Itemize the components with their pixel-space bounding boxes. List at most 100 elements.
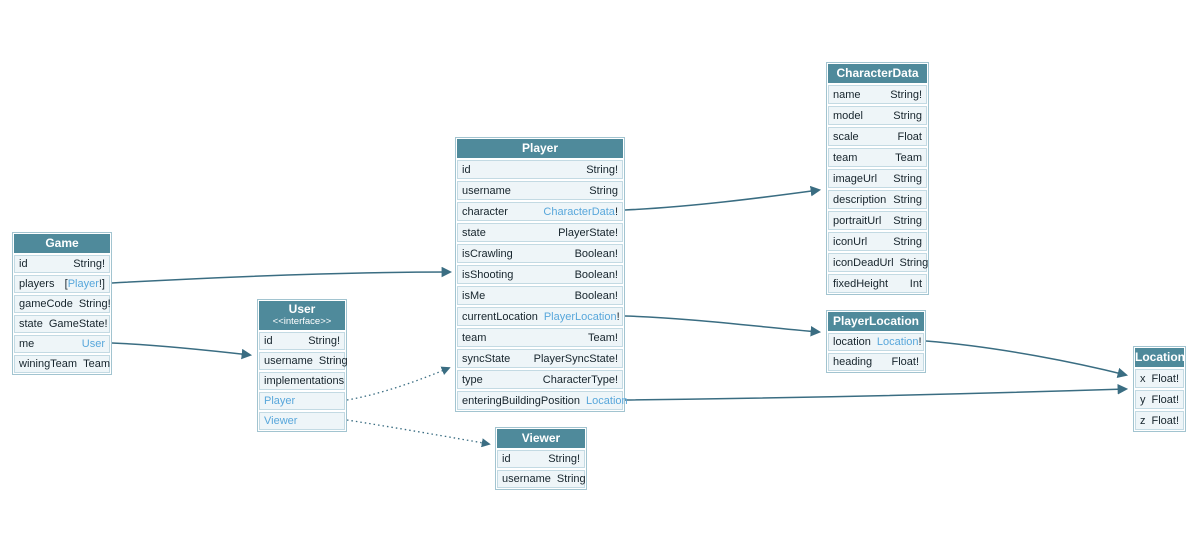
type-text: Boolean! xyxy=(574,268,618,281)
type-text: Float xyxy=(897,130,922,143)
field-type: String xyxy=(893,236,922,248)
field-name: name xyxy=(833,88,861,101)
edge-user-implementation-viewer xyxy=(346,419,491,448)
field-name: team xyxy=(462,331,487,344)
field-type: String xyxy=(893,215,922,227)
field-name: id xyxy=(502,453,511,465)
field-name: fixedHeight xyxy=(833,277,889,290)
field-type: String! xyxy=(308,335,340,347)
type-header-viewer[interactable]: Viewer xyxy=(497,429,585,448)
field-row-user-implementations[interactable]: implementations xyxy=(259,372,345,390)
field-type: Int xyxy=(910,278,922,290)
type-header-player[interactable]: Player xyxy=(457,139,623,158)
type-text: Boolean! xyxy=(574,289,618,302)
type-text: Float! xyxy=(1151,372,1180,385)
type-link[interactable]: Location xyxy=(876,336,919,348)
type-text: String xyxy=(893,214,922,227)
type-text: String xyxy=(893,109,922,122)
type-header-characterdata[interactable]: CharacterData xyxy=(828,64,927,83)
field-type: String xyxy=(893,110,922,122)
type-title: Game xyxy=(45,235,79,250)
field-type: Float! xyxy=(1152,394,1180,406)
field-name-link[interactable]: Viewer xyxy=(264,415,298,427)
type-text: String xyxy=(556,473,586,485)
type-link[interactable]: Location xyxy=(586,394,628,407)
field-type: Location xyxy=(586,395,628,407)
field-type: String xyxy=(319,355,348,367)
field-name: iconUrl xyxy=(833,235,868,248)
field-row-user-viewer[interactable]: Viewer xyxy=(259,412,345,430)
type-link[interactable]: CharacterData xyxy=(543,205,615,218)
field-row-game-players[interactable]: players[Player!] xyxy=(14,275,110,293)
field-row-characterdata-fixedheight[interactable]: fixedHeight Int xyxy=(828,274,927,293)
type-text: String! xyxy=(78,298,111,310)
type-title: PlayerLocation xyxy=(832,313,920,328)
type-text: Float! xyxy=(1151,393,1180,406)
field-row-playerlocation-heading[interactable]: heading Float! xyxy=(828,353,924,371)
field-name: x xyxy=(1140,372,1146,385)
type-text: String xyxy=(318,355,348,367)
type-text: Float! xyxy=(891,356,919,368)
type-header-user[interactable]: User<<interface>> xyxy=(259,301,345,330)
field-type: Boolean! xyxy=(575,248,618,260)
field-row-user-player[interactable]: Player xyxy=(259,392,345,410)
field-row-user-id[interactable]: id String! xyxy=(259,332,345,350)
field-name: players xyxy=(19,278,55,290)
field-type: Float! xyxy=(1152,415,1180,427)
edge-user-implementation-player xyxy=(346,366,451,401)
field-type: Boolean! xyxy=(575,269,618,281)
type-header-location[interactable]: Location xyxy=(1135,348,1185,367)
type-header-playerlocation[interactable]: PlayerLocation xyxy=(828,312,924,331)
field-type: String xyxy=(589,185,618,197)
field-row-characterdata-iconurl[interactable]: iconUrl String xyxy=(828,232,927,251)
field-type: CharacterType! xyxy=(543,374,618,386)
type-header-game[interactable]: Game xyxy=(14,234,110,253)
type-link[interactable]: User xyxy=(81,338,105,350)
type-link[interactable]: Player xyxy=(67,278,99,290)
type-link[interactable]: PlayerLocation xyxy=(543,310,617,323)
field-name: heading xyxy=(833,356,873,368)
edge-playerlocation-location-to-location xyxy=(925,340,1129,379)
field-row-location-x[interactable]: x Float! xyxy=(1135,369,1184,388)
field-type: String! xyxy=(73,258,105,270)
field-type: String xyxy=(557,473,586,485)
type-text: String! xyxy=(73,258,105,270)
field-name: id xyxy=(264,335,273,347)
field-name-link[interactable]: Player xyxy=(264,395,296,407)
type-text: Team xyxy=(83,358,110,370)
